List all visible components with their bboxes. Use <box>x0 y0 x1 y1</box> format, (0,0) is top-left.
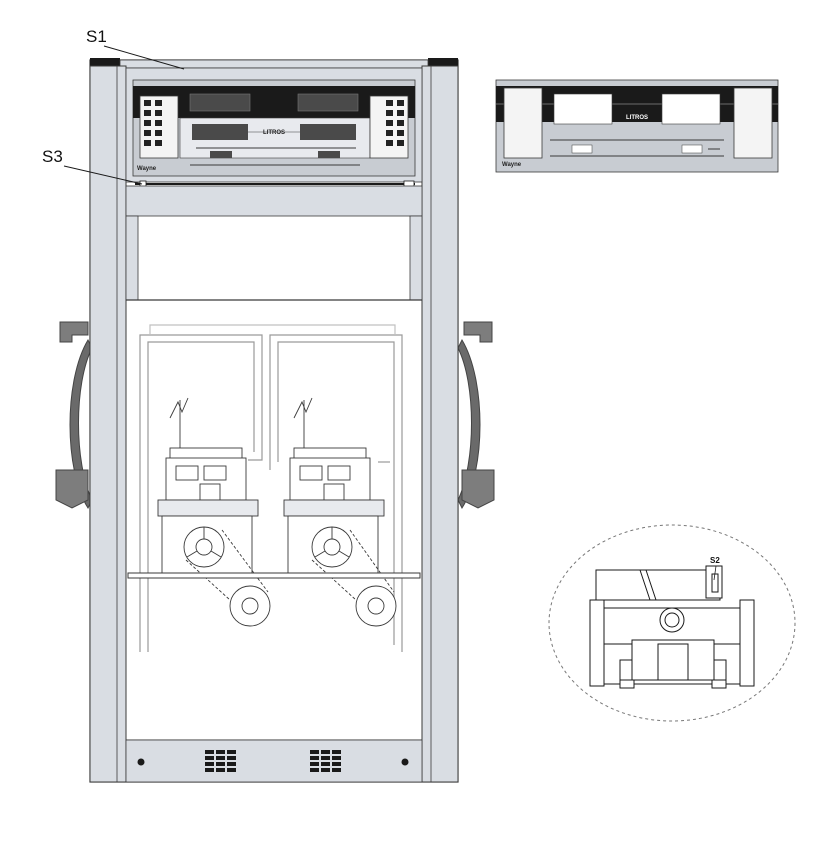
brand-label: Wayne <box>137 166 157 172</box>
head-lower-panel <box>125 185 423 217</box>
detail-units-label: LITROS <box>626 115 648 121</box>
callout-s1: S1 <box>86 27 185 70</box>
callout-s2-leader <box>713 565 717 581</box>
hydraulic-piping <box>139 324 403 652</box>
display-head: LITROS Wayne <box>125 67 423 190</box>
right-keypad <box>369 95 409 159</box>
meter-detail-view: S2 <box>548 524 796 722</box>
bolt-right <box>401 758 409 766</box>
callout-s2-label: S2 <box>710 556 720 565</box>
pump-unit-left <box>157 397 271 627</box>
left-hose-holster <box>55 321 93 510</box>
vent-grille-left <box>205 750 236 772</box>
bolt-left <box>137 758 145 766</box>
callout-s3: S3 <box>42 147 143 185</box>
units-label: LITROS <box>263 130 285 136</box>
left-keypad <box>139 95 179 159</box>
right-hose-holster <box>457 321 495 510</box>
callout-s3-label: S3 <box>42 147 63 166</box>
pump-unit-right <box>283 397 397 627</box>
inner-frame-bars <box>125 215 423 301</box>
callout-s1-label: S1 <box>86 27 107 46</box>
display-detail-view: LITROS Wayne <box>495 79 779 173</box>
base-plate <box>125 739 423 783</box>
pump-shelf <box>127 572 421 579</box>
detail-brand-label: Wayne <box>502 162 522 168</box>
vent-grille-right <box>310 750 341 772</box>
